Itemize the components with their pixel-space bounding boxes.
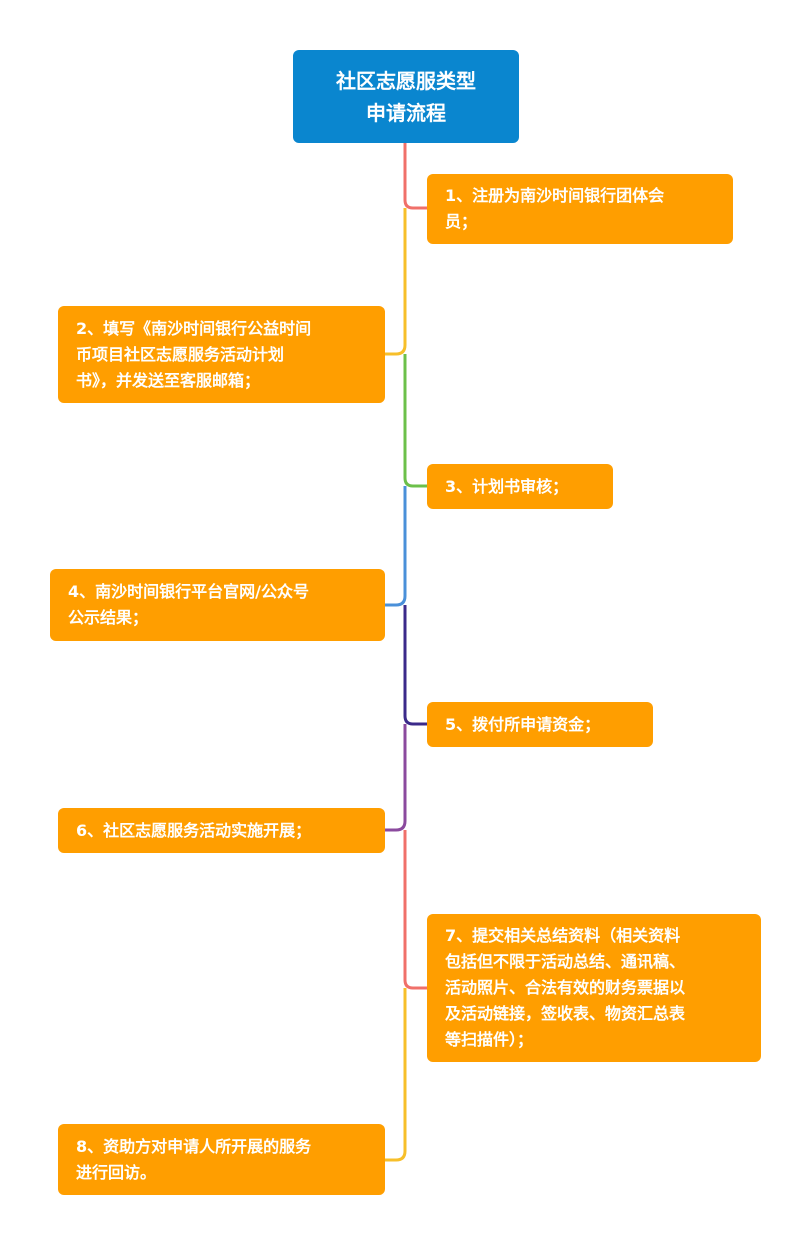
step-text-1: 1、注册为南沙时间银行团体会 员；: [445, 186, 665, 231]
step-text-8: 8、资助方对申请人所开展的服务 进行回访。: [76, 1136, 312, 1182]
step-node-8: 8、资助方对申请人所开展的服务 进行回访。: [58, 1124, 385, 1195]
step-node-1: 1、注册为南沙时间银行团体会 员；: [427, 174, 733, 244]
step-node-6: 6、社区志愿服务活动实施开展；: [58, 808, 385, 853]
connector-step-8: [385, 988, 407, 1162]
step-node-3: 3、计划书审核；: [427, 464, 613, 509]
connector-step-6: [385, 724, 407, 832]
connector-step-3: [403, 354, 427, 488]
connector-step-7: [403, 830, 427, 990]
root-title-line-2: 申请流程: [366, 100, 446, 125]
step-text-4: 4、南沙时间银行平台官网/公众号 公示结果；: [68, 582, 309, 627]
step-node-4: 4、南沙时间银行平台官网/公众号 公示结果；: [50, 569, 385, 641]
connector-step-5: [403, 605, 427, 726]
connector-step-1: [403, 143, 427, 210]
step-node-5: 5、拨付所申请资金；: [427, 702, 653, 747]
root-title-line-1: 社区志愿服类型: [336, 68, 476, 93]
step-text-6: 6、社区志愿服务活动实施开展；: [76, 820, 312, 840]
step-text-3: 3、计划书审核；: [445, 476, 569, 496]
step-text-5: 5、拨付所申请资金；: [445, 714, 601, 734]
step-text-2: 2、填写《南沙时间银行公益时间 币项目社区志愿服务活动计划 书》，并发送至客服邮…: [76, 318, 312, 390]
connector-step-2: [385, 208, 407, 356]
step-node-2: 2、填写《南沙时间银行公益时间 币项目社区志愿服务活动计划 书》，并发送至客服邮…: [58, 306, 385, 403]
root-node: 社区志愿服类型 申请流程: [293, 50, 519, 143]
connector-step-4: [385, 486, 407, 607]
step-node-7: 7、提交相关总结资料（相关资料 包括但不限于活动总结、通讯稿、 活动照片、合法有…: [427, 914, 761, 1062]
step-text-7: 7、提交相关总结资料（相关资料 包括但不限于活动总结、通讯稿、 活动照片、合法有…: [445, 926, 686, 1049]
